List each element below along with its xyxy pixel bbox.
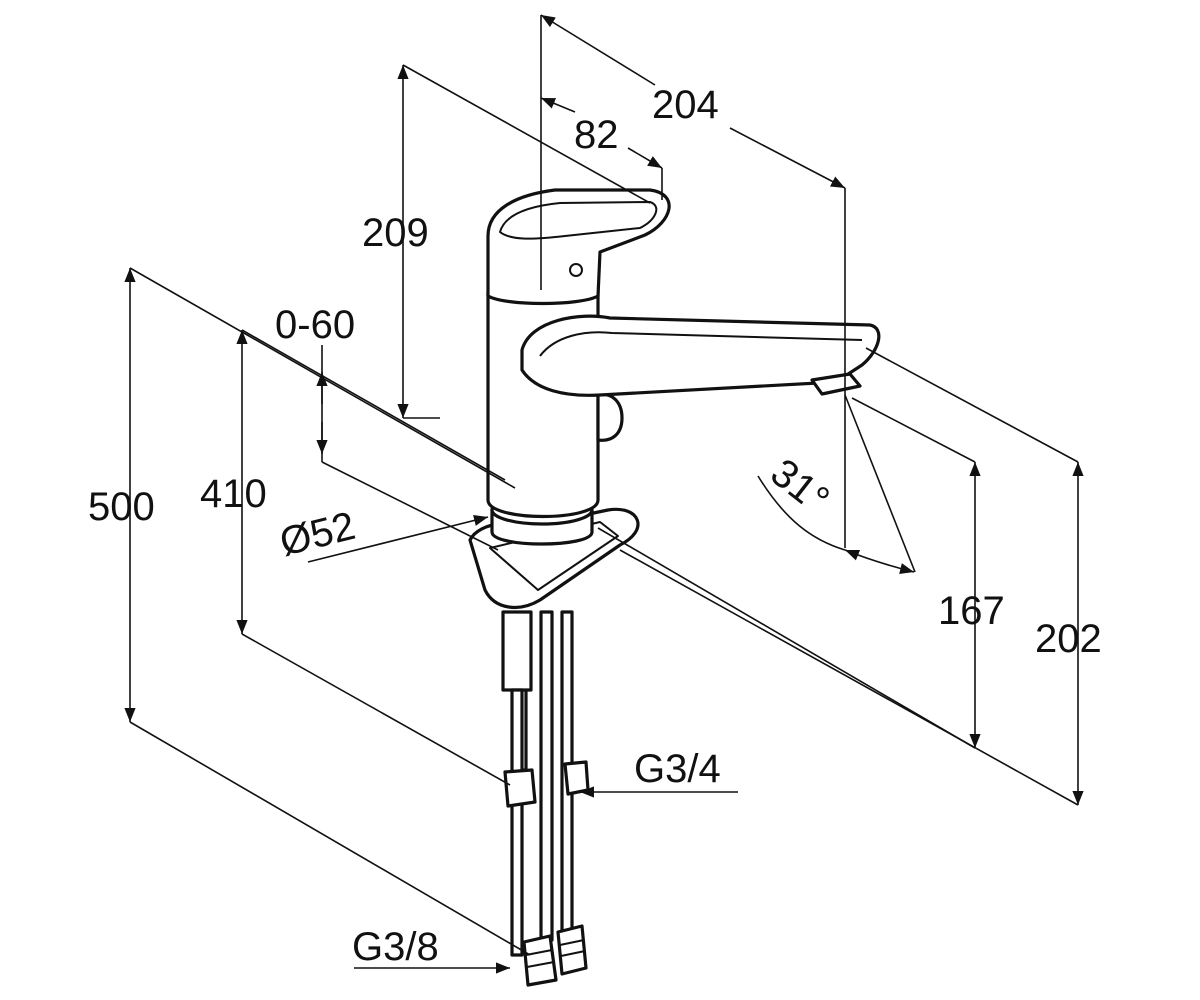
dimension-labels: 204 82 209 0-60 500 410 Ø52 31° 167 202 … [88,83,1102,969]
dim-167: 167 [938,589,1005,633]
dim-82: 82 [574,113,619,157]
dim-angle-31: 31° [762,450,837,522]
lever-handle [486,188,671,306]
supply-hoses [501,610,590,987]
faucet-illustration [468,188,881,987]
thread-g3-8: G3/8 [352,925,439,969]
spout [520,314,881,397]
dim-diameter-52: Ø52 [276,504,360,565]
dim-0-60: 0-60 [275,303,355,347]
dimension-lines [124,14,1084,974]
dim-410: 410 [200,472,267,516]
dim-204: 204 [652,83,719,127]
dim-202: 202 [1035,617,1102,661]
dim-500: 500 [88,485,155,529]
dim-209: 209 [362,211,429,255]
thread-g3-4: G3/4 [634,747,721,791]
